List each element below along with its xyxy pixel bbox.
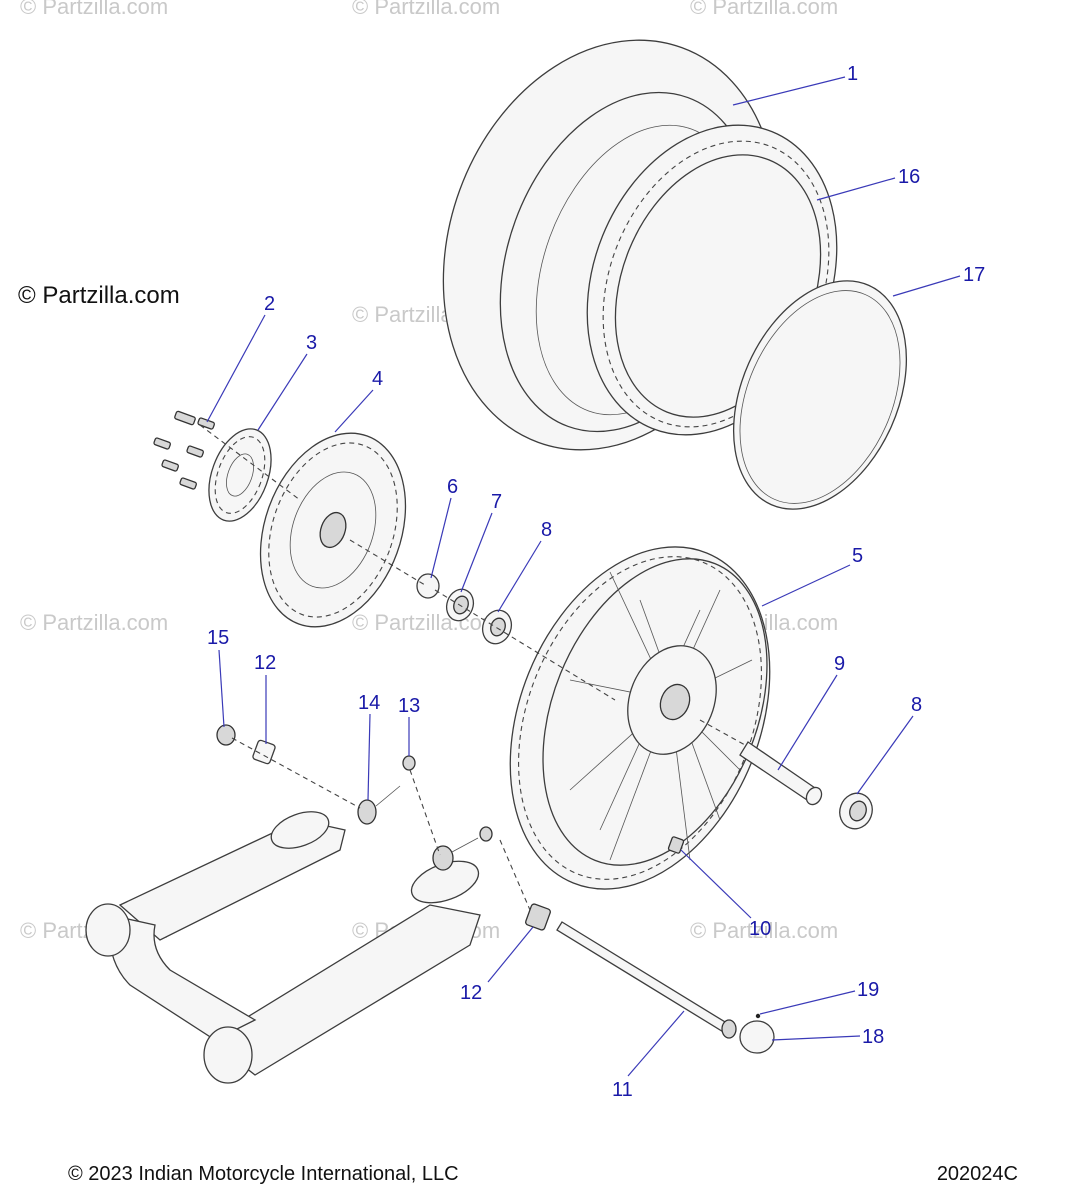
watermark: © Partzilla.com (690, 0, 838, 19)
callout-label: 12 (460, 982, 482, 1004)
callout-label: 19 (857, 979, 879, 1001)
callout-label: 18 (862, 1026, 884, 1048)
part-rotor-bolts (153, 410, 215, 490)
part-axle-cap (739, 1020, 775, 1054)
callout-label: 8 (541, 519, 552, 541)
part-valve-clip (667, 836, 685, 854)
callout-label: 7 (491, 491, 502, 513)
part-axle (556, 921, 737, 1039)
part-adjuster-plate-top (252, 739, 276, 765)
callout-label: 3 (306, 332, 317, 354)
part-adjuster-plate-bottom (525, 903, 551, 931)
diagram-id: 202024C (936, 1163, 1018, 1185)
part-swingarm (85, 811, 481, 1084)
callout-label: 6 (447, 476, 458, 498)
part-spacer (416, 573, 440, 599)
watermark: © Partzilla.com (352, 610, 500, 635)
part-axle-spacer (739, 741, 823, 806)
watermark: © Partzilla.com (352, 0, 500, 19)
partzilla-copyright-mark: © Partzilla.com (18, 282, 180, 309)
callout-label: 16 (898, 166, 920, 188)
callout-label: 15 (207, 627, 229, 649)
callout-label: 11 (612, 1079, 633, 1101)
part-axle-cap-plug (755, 1013, 761, 1019)
part-rim-band (732, 280, 908, 510)
callout-label: 8 (911, 694, 922, 716)
part-adjuster-bolt (357, 785, 401, 825)
watermark: © Partzilla.com (20, 0, 168, 19)
part-brake-rotor (259, 432, 407, 628)
assembly-lines (199, 424, 746, 911)
part-spoked-wheel (509, 546, 771, 890)
part-adjuster-nut (402, 755, 416, 771)
part-bearing-right (839, 792, 873, 830)
part-rotor-adapter (208, 428, 272, 522)
callout-label: 1 (847, 63, 858, 85)
callout-label: 14 (358, 692, 380, 714)
callout-label: 13 (398, 695, 420, 717)
callout-label: 12 (254, 652, 276, 674)
watermark: © Partzilla.com (690, 918, 838, 943)
watermark: © Partzilla.com (20, 610, 168, 635)
part-lower-adjuster (432, 826, 493, 871)
leader-lines (206, 76, 961, 1077)
callout-label: 17 (963, 264, 985, 286)
callout-labels: 1 16 17 2 3 4 6 7 8 5 9 8 15 12 14 13 10… (207, 63, 985, 1101)
callout-label: 2 (264, 293, 275, 315)
footer-copyright: © 2023 Indian Motorcycle International, … (68, 1163, 459, 1185)
callout-label: 4 (372, 368, 383, 390)
part-bearing-left (481, 609, 513, 645)
callout-label: 5 (852, 545, 863, 567)
callout-label: 9 (834, 653, 845, 675)
callout-label: 10 (749, 918, 771, 940)
part-axle-nut (216, 724, 236, 746)
